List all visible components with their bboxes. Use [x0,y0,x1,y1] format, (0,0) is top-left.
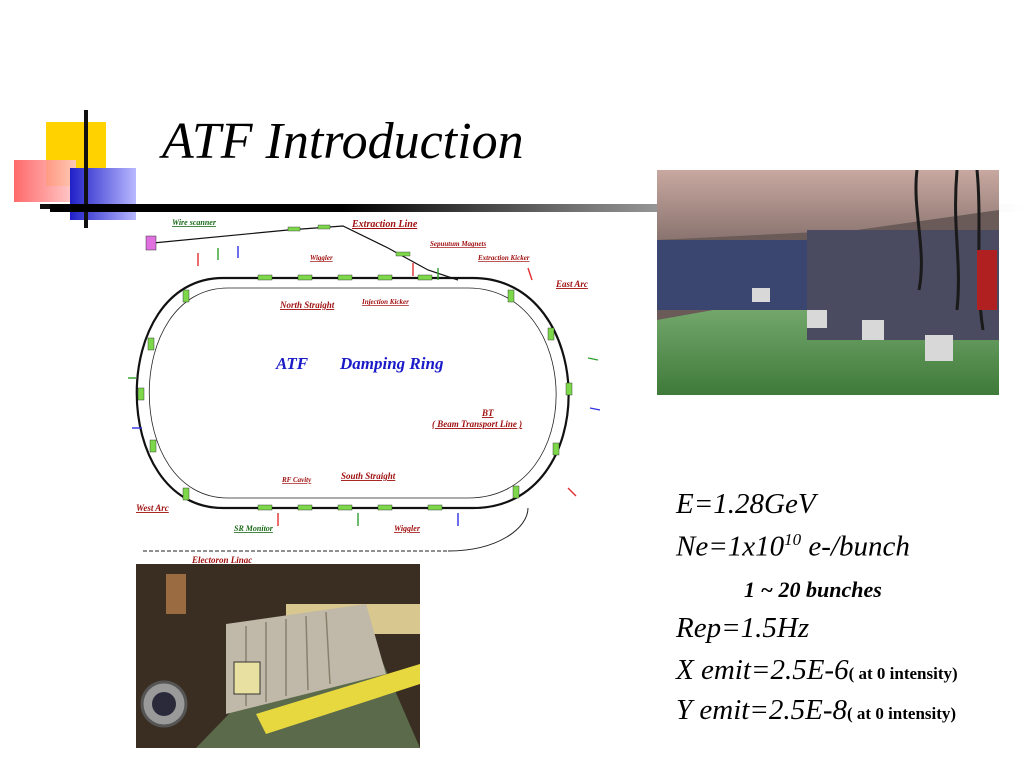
extraction-magnet [287,226,301,232]
label-extraction-line: Extraction Line [351,219,418,230]
param-y-emittance-value: Y emit=2.5E-8 [676,694,847,726]
param-y-emittance: Y emit=2.5E-8( at 0 intensity) [676,694,956,727]
extraction-magnet [317,224,331,230]
ring-magnets [137,274,573,511]
param-x-emittance: X emit=2.5E-6( at 0 intensity) [676,654,958,687]
param-particles-prefix: Ne=1x10 [676,530,785,563]
decor-red-square [14,160,76,202]
ring-inner [149,287,557,499]
param-x-emittance-note: ( at 0 intensity) [848,664,958,683]
wire-scanner-box [145,235,157,251]
electron-linac-photo [136,564,420,748]
label-east-arc: East Arc [555,279,588,289]
param-particles-suffix: e-/bunch [801,530,910,563]
label-electron-linac: Electoron Linac [191,555,252,565]
label-bt: BT [481,408,494,418]
label-septum-magnets: Sepuutum Magnets [430,240,486,248]
param-energy: E=1.28GeV [676,488,816,520]
damping-ring-diagram: Wire scanner Extraction Line Sepuutum Ma… [128,218,601,565]
title-rule [50,204,1024,212]
extraction-magnet [395,251,411,257]
label-rf-cavity: RF Cavity [281,476,312,484]
param-x-emittance-value: X emit=2.5E-6 [676,654,849,686]
decor-vertical-line [84,110,88,228]
label-wiggler-bottom: Wiggler [394,524,421,533]
element-markers [128,246,601,526]
ring-outer [135,276,570,510]
label-atf: ATF [275,354,309,373]
beam-transport-path [447,507,529,552]
label-wire-scanner: Wire scanner [172,218,217,227]
label-west-arc: West Arc [136,503,169,513]
label-bt-full: ( Beam Transport Line ) [432,419,522,429]
param-bunches: 1 ~ 20 bunches [744,577,882,602]
label-sr-monitor: SR Monitor [234,524,274,533]
param-rep-rate: Rep=1.5Hz [676,612,810,644]
label-extraction-kicker: Extraction Kicker [477,254,530,262]
label-damping-ring: Damping Ring [339,354,444,373]
extraction-line-path [152,225,459,281]
slide-title: ATF Introduction [162,113,524,170]
label-wiggler-top: Wiggler [310,254,333,262]
param-particles-exponent: 10 [784,530,802,549]
accelerator-tunnel-photo [657,170,999,395]
label-injection-kicker: Injection Kicker [361,298,409,306]
label-south-straight: South Straight [341,471,396,481]
param-particles: Ne=1x1010 e-/bunch [676,530,910,564]
decor-blue-square [70,168,136,220]
param-y-emittance-note: ( at 0 intensity) [847,704,957,723]
label-north-straight: North Straight [279,300,335,310]
